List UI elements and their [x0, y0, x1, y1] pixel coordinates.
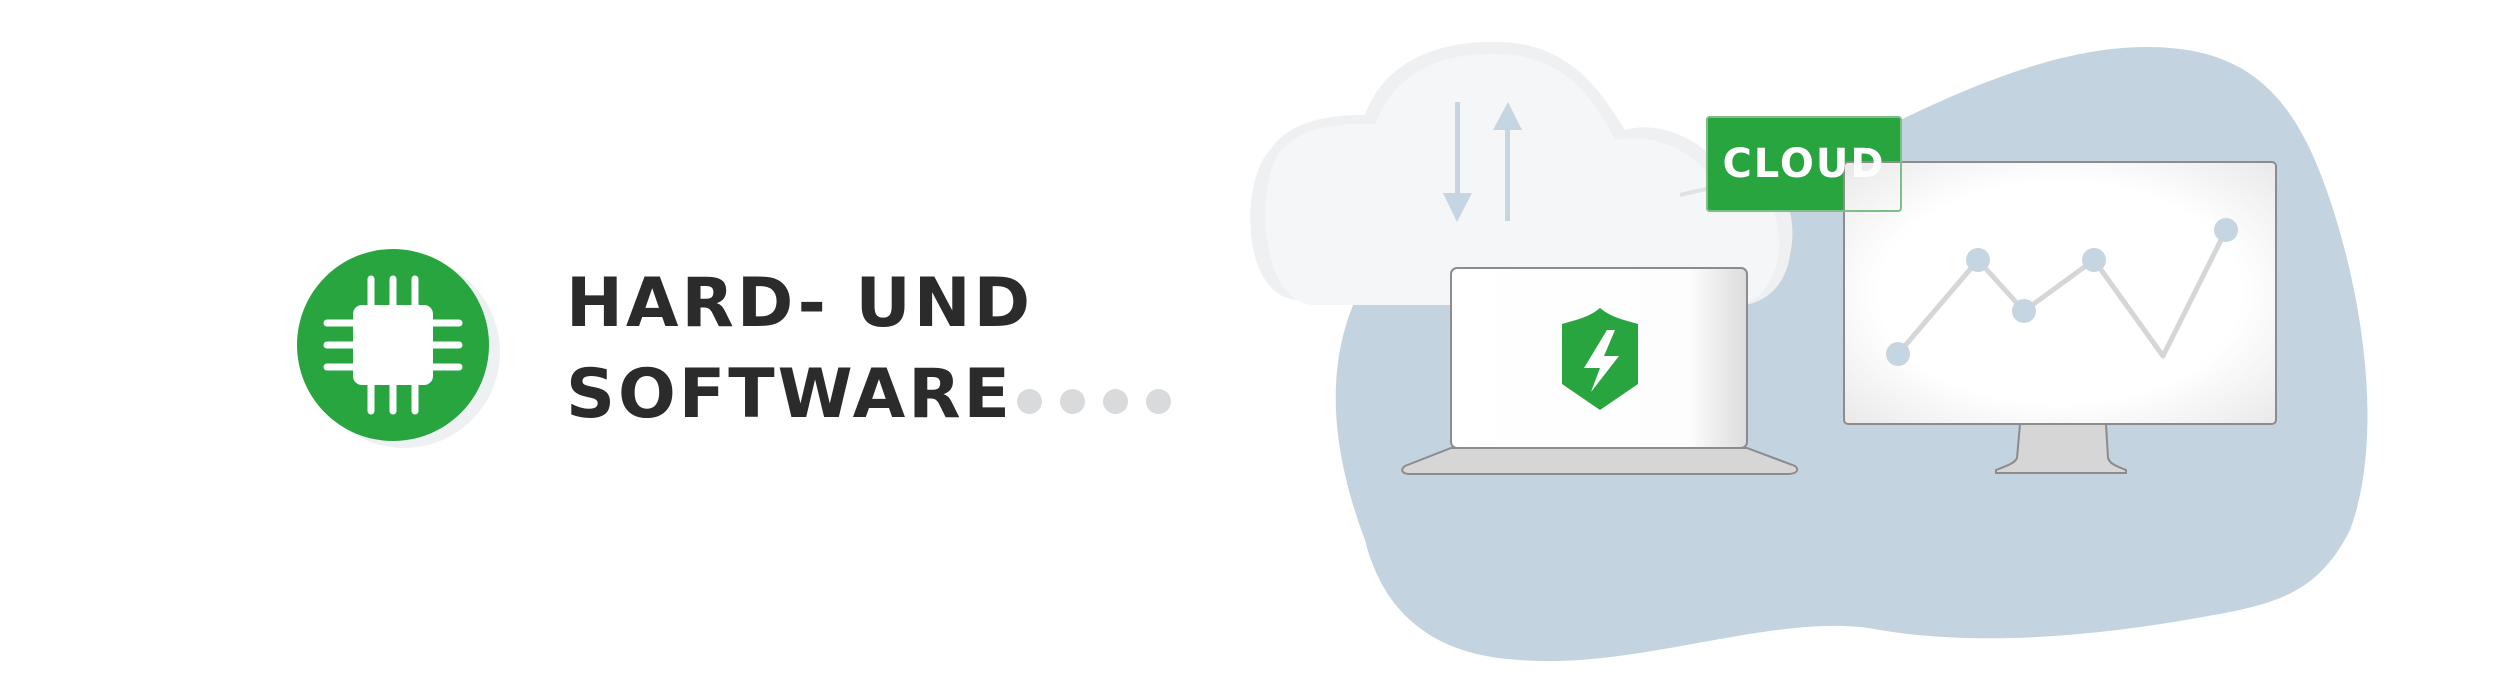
download-arrow-icon	[1443, 102, 1472, 222]
heading-line-1: HARD- UND	[566, 264, 1034, 343]
separator-dot	[1017, 389, 1042, 414]
cloud-label: CLOUD	[1706, 116, 1902, 212]
separator-dot	[1103, 389, 1128, 414]
separator-dot	[1146, 389, 1171, 414]
line-chart-icon	[1886, 218, 2238, 366]
chip-icon	[297, 249, 489, 441]
monitor	[1843, 161, 2277, 474]
page-heading: HARD- UND SOFTWARE	[566, 258, 1033, 440]
chip-badge	[297, 249, 489, 441]
separator-dot	[1060, 389, 1085, 414]
cloud	[1265, 53, 1780, 305]
upload-arrow-icon	[1493, 102, 1522, 221]
shield-lightning-icon	[1562, 308, 1638, 410]
cloud-devices-illustration	[1250, 41, 2368, 662]
dots-separator	[1017, 389, 1171, 414]
heading-line-2: SOFTWARE	[566, 355, 1014, 434]
cloud-connector	[1679, 186, 1711, 197]
